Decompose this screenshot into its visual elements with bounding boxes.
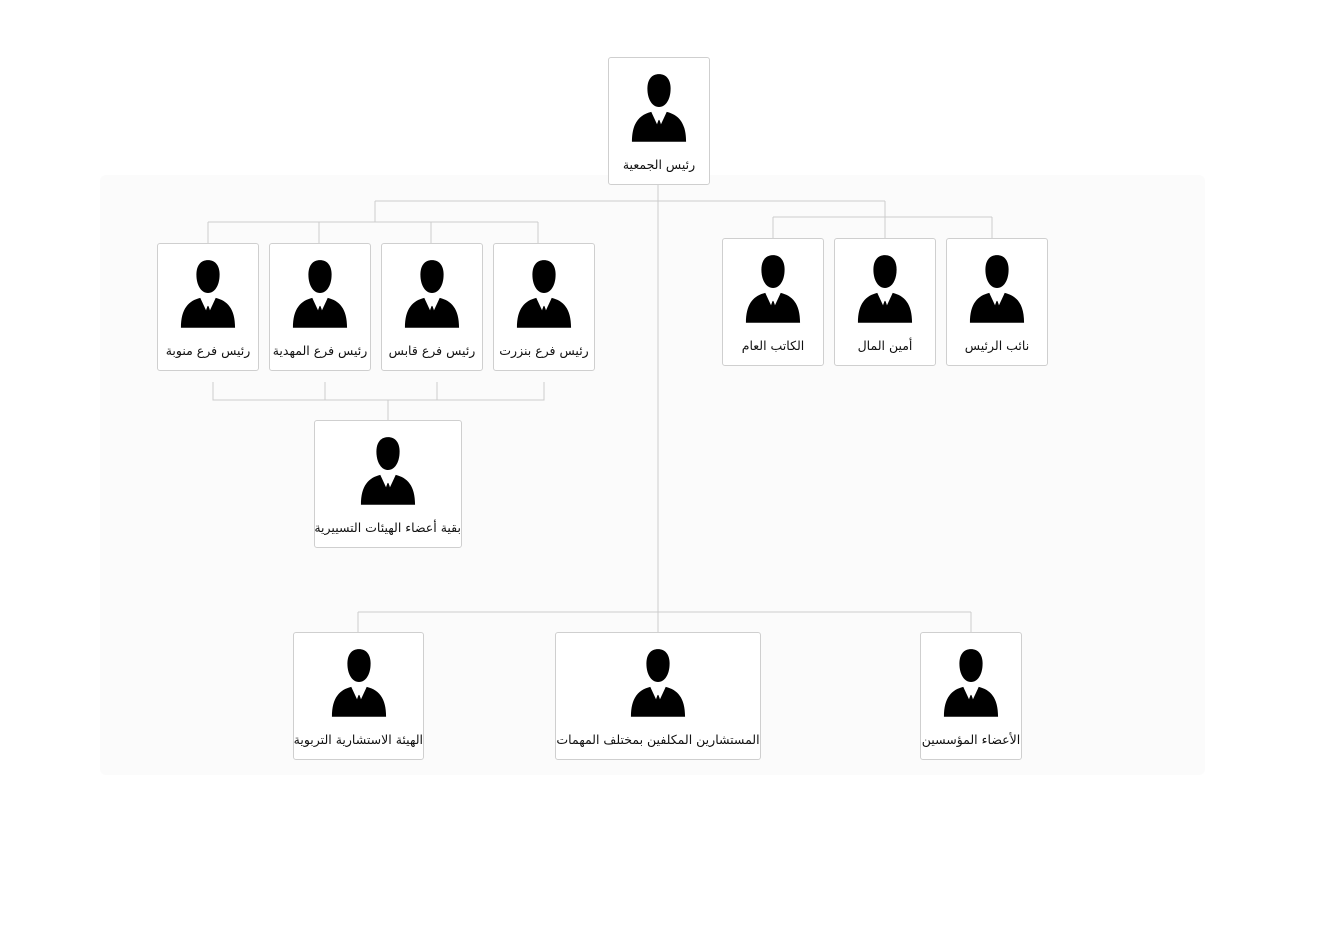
node-president: رئيس الجمعية [608, 57, 710, 185]
node-label: رئيس فرع بنزرت [499, 343, 589, 358]
node-branch-bizerte: رئيس فرع بنزرت [493, 243, 595, 371]
businessman-avatar-icon [180, 260, 236, 328]
node-other-members: بقية أعضاء الهيئات التسييرية [314, 420, 462, 548]
businessman-avatar-icon [292, 260, 348, 328]
node-branch-manouba: رئيس فرع منوبة [157, 243, 259, 371]
businessman-avatar-icon [360, 437, 416, 505]
businessman-avatar-icon [631, 74, 687, 142]
businessman-avatar-icon [516, 260, 572, 328]
node-branch-mahdia: رئيس فرع المهدية [269, 243, 371, 371]
node-treasurer: أمين المال [834, 238, 936, 366]
node-label: الهيئة الاستشارية التربوية [293, 732, 423, 747]
node-founding-members: الأعضاء المؤسسين [920, 632, 1022, 760]
businessman-avatar-icon [630, 649, 686, 717]
node-label: أمين المال [857, 338, 913, 353]
node-label: المستشارين المكلفين بمختلف المهمات [556, 732, 760, 747]
node-label: رئيس فرع منوبة [165, 343, 251, 358]
node-label: رئيس فرع قابس [388, 343, 476, 358]
node-label: نائب الرئيس [964, 338, 1030, 353]
businessman-avatar-icon [331, 649, 386, 717]
node-label: رئيس الجمعية [622, 157, 696, 172]
node-advisors: المستشارين المكلفين بمختلف المهمات [555, 632, 761, 760]
businessman-avatar-icon [943, 649, 999, 717]
node-branch-gabes: رئيس فرع قابس [381, 243, 483, 371]
businessman-avatar-icon [404, 260, 460, 328]
node-label: الأعضاء المؤسسين [921, 732, 1021, 747]
businessman-avatar-icon [745, 255, 801, 323]
node-vice-president: نائب الرئيس [946, 238, 1048, 366]
node-secretary-general: الكاتب العام [722, 238, 824, 366]
node-label: رئيس فرع المهدية [272, 343, 368, 358]
node-educational-board: الهيئة الاستشارية التربوية [293, 632, 424, 760]
businessman-avatar-icon [969, 255, 1025, 323]
businessman-avatar-icon [857, 255, 913, 323]
node-label: بقية أعضاء الهيئات التسييرية [314, 520, 461, 535]
node-label: الكاتب العام [741, 338, 805, 353]
